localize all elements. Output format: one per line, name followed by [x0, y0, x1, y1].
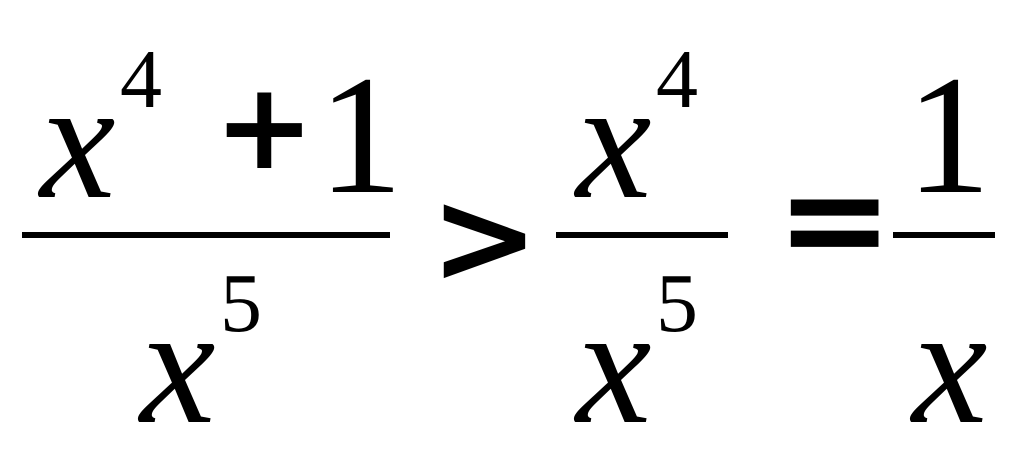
- equals-sign: =: [776, 138, 894, 301]
- equation-canvas: x 4 + 1 x 5 > x 4 x 5 = 1 x: [22, 33, 995, 450]
- middle-numerator-exponent: 4: [656, 33, 698, 126]
- right-denominator-base: x: [912, 271, 988, 459]
- middle-numerator-base: x: [576, 46, 652, 234]
- left-denominator-base: x: [140, 271, 216, 459]
- right-numerator-value: 1: [906, 41, 991, 229]
- left-fraction-bar: [22, 232, 390, 238]
- left-numerator-constant: 1: [318, 41, 403, 229]
- left-numerator-exponent: 4: [120, 33, 162, 126]
- left-numerator-plus: +: [214, 58, 315, 197]
- middle-denominator-exponent: 5: [656, 257, 698, 350]
- left-denominator-exponent: 5: [220, 257, 262, 350]
- middle-denominator-base: x: [576, 271, 652, 459]
- right-fraction-bar: [893, 232, 995, 238]
- left-numerator-base: x: [40, 46, 116, 234]
- greater-than-sign: >: [430, 161, 539, 313]
- middle-fraction-bar: [556, 232, 728, 238]
